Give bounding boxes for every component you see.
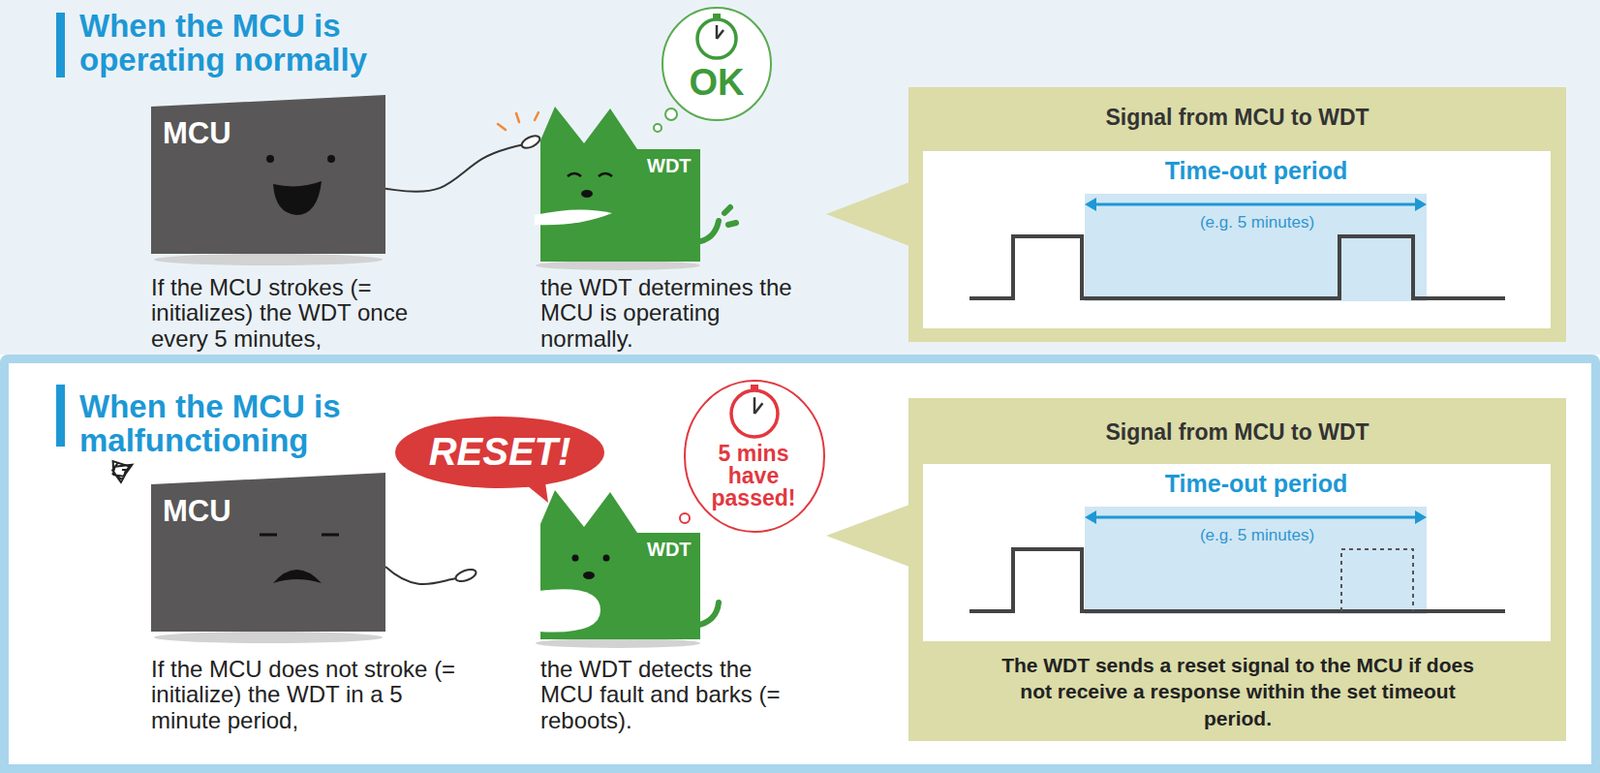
section-heading: When the MCU is malfunctioning bbox=[79, 390, 409, 458]
period-value: (e.g. 5 minutes) bbox=[1087, 525, 1427, 546]
caption-text: If the MCU does not stroke (= initialize… bbox=[151, 656, 471, 734]
caption-text: the WDT detects the MCU fault and barks … bbox=[540, 656, 793, 734]
stroking-arm bbox=[385, 133, 542, 192]
period-label: Time-out period bbox=[1067, 156, 1446, 185]
chip-name: WDT bbox=[646, 154, 702, 178]
panel-heading: Signal from MCU to WDT bbox=[908, 419, 1567, 445]
reset-text: RESET! bbox=[402, 429, 597, 474]
chip-name: WDT bbox=[646, 538, 702, 561]
status-text: OK bbox=[658, 61, 775, 105]
wdt-figure: WDT bbox=[540, 106, 701, 268]
wdt-figure: WDT bbox=[540, 490, 701, 646]
panel-note: The WDT sends a reset signal to the MCU … bbox=[1000, 651, 1476, 732]
mcu-figure: MCU bbox=[151, 472, 386, 644]
connector bbox=[385, 142, 537, 192]
signal-panel: Time-out period (e.g. 5 minutes) Signal fr… bbox=[908, 87, 1567, 342]
caption-text: the WDT determines the MCU is operating … bbox=[540, 275, 793, 352]
wdt-figure-art bbox=[540, 106, 701, 268]
chip-name: MCU bbox=[162, 116, 279, 152]
period-label: Time-out period bbox=[1067, 469, 1446, 498]
period-value: (e.g. 5 minutes) bbox=[1087, 213, 1427, 233]
mcu-figure: MCU bbox=[151, 94, 386, 266]
normal-section: MCU WDT OK Time-out period (e.g. 5 minutes) S… bbox=[0, 0, 1600, 355]
thought-bubble: OK bbox=[642, 3, 773, 135]
timing-chart: Time-out period (e.g. 5 minutes) bbox=[923, 463, 1551, 642]
section-heading: When the MCU is operating normally bbox=[79, 9, 409, 77]
timing-chart: Time-out period (e.g. 5 minutes) bbox=[923, 151, 1551, 329]
timeout-text: 5 mins have passed! bbox=[706, 442, 801, 510]
signal-panel: Time-out period (e.g. 5 minutes) Signal fr… bbox=[908, 398, 1567, 741]
speech-bubble: RESET! bbox=[393, 413, 607, 503]
hand bbox=[520, 133, 542, 152]
thought-bubble: 5 mins have passed! bbox=[678, 376, 830, 536]
chip-name: MCU bbox=[162, 493, 279, 529]
caption-text: If the MCU strokes (= initializes) the W… bbox=[151, 275, 462, 352]
wdt-figure-art bbox=[540, 490, 701, 646]
panel-heading: Signal from MCU to WDT bbox=[908, 104, 1567, 130]
malfunction-section: RESET! MCU WDT 5 mins have passed! Time-out … bbox=[0, 354, 1600, 773]
